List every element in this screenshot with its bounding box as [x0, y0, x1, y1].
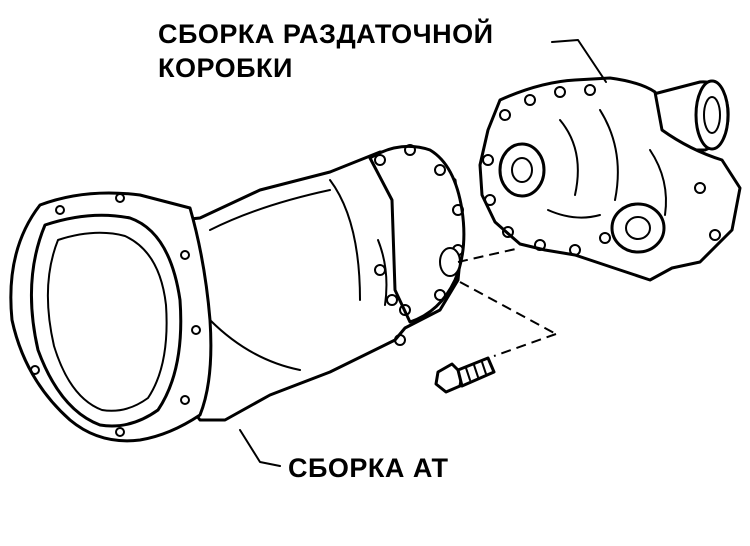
transfer-case-label-line-2: КОРОБКИ [158, 53, 293, 83]
transfer-case-label-line-1: СБОРКА РАЗДАТОЧНОЙ [158, 19, 494, 49]
transfer-case-assembly [478, 76, 742, 282]
automatic-transmission-label: СБОРКА АТ [288, 453, 449, 483]
assembly-guide-lines [457, 247, 557, 357]
mounting-bolt [434, 356, 496, 394]
leader-lines [239, 39, 607, 467]
automatic-transmission-assembly [9, 144, 466, 443]
